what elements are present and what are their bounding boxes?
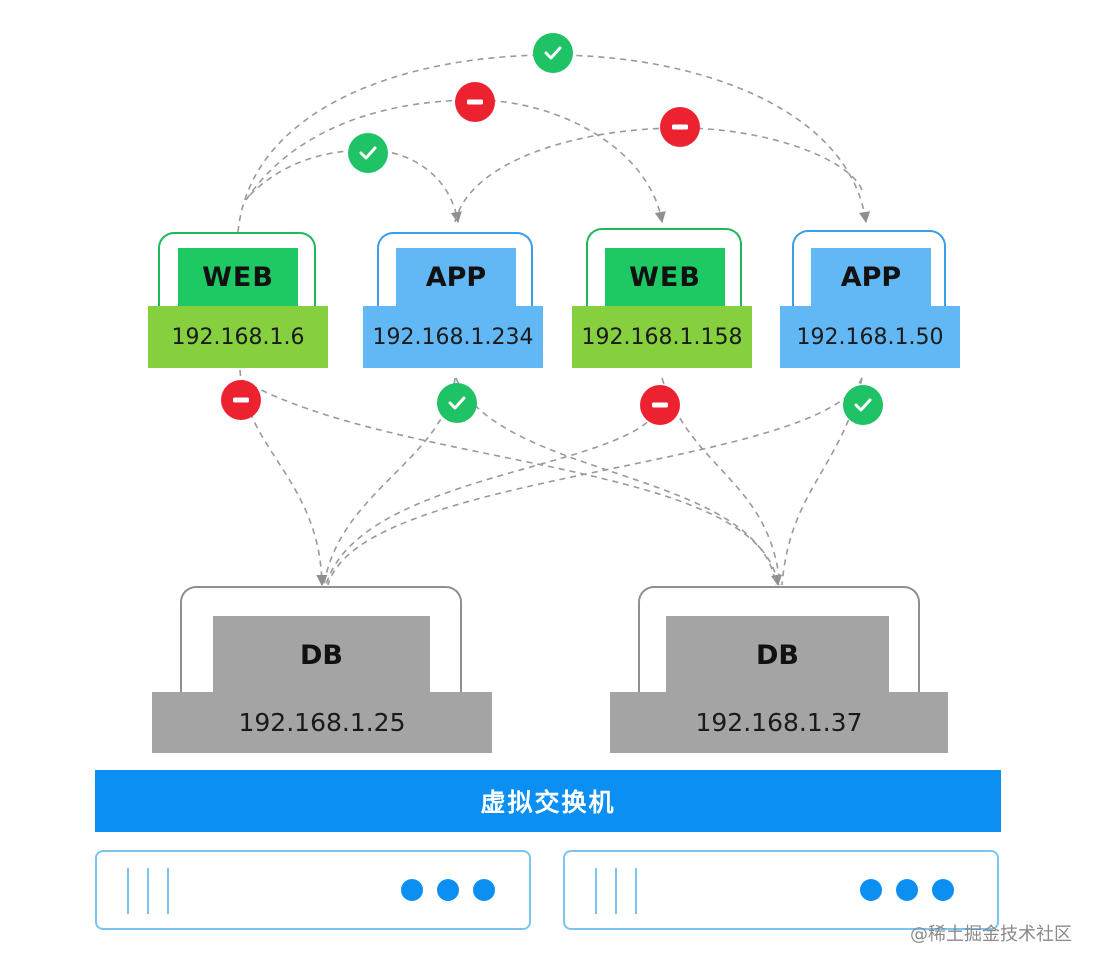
check-icon-app1-db	[437, 383, 477, 423]
blocked-icon-web2-db	[640, 385, 680, 425]
virtual-switch-bar: 虚拟交换机	[95, 770, 1001, 832]
app1-ip: 192.168.1.234	[363, 306, 543, 368]
link-app1-db2	[455, 377, 777, 586]
db2-tag: DB	[666, 616, 889, 694]
link-app2-db1	[327, 377, 863, 586]
server-left-led-2	[437, 879, 459, 901]
arc-web1-web2	[245, 99, 666, 224]
app2-ip: 192.168.1.50	[780, 306, 960, 368]
app1-bracket	[377, 232, 533, 308]
arc-web1-app2	[237, 54, 871, 233]
web1-bracket	[158, 232, 316, 308]
watermark: @稀土掘金技术社区	[910, 924, 1072, 945]
blocked-icon-web1-web2	[455, 82, 495, 122]
server-left-slot-3	[167, 868, 169, 914]
blocked-icon-app1-app2	[660, 107, 700, 147]
web1-tag: WEB	[178, 248, 298, 306]
db1-ip: 192.168.1.25	[152, 692, 492, 753]
db1-tag: DB	[213, 616, 430, 694]
app1-tag: APP	[396, 248, 516, 306]
app2-tag: APP	[811, 248, 931, 306]
server-left-slot-1	[127, 868, 129, 914]
server-right-led-3	[932, 879, 954, 901]
server-right-led-1	[860, 879, 882, 901]
link-web2-db1	[325, 404, 661, 586]
server-left-led-3	[473, 879, 495, 901]
server-right-slot-1	[595, 868, 597, 914]
blocked-icon-web1-db	[221, 380, 261, 420]
db2-ip: 192.168.1.37	[610, 692, 948, 753]
link-app2-db2	[781, 377, 863, 586]
db2-bracket	[638, 586, 920, 694]
check-icon-web1-app2	[533, 33, 573, 73]
server-right	[563, 850, 999, 930]
server-right-slot-3	[635, 868, 637, 914]
app2-bracket	[792, 230, 946, 308]
db1-bracket	[180, 586, 462, 694]
web2-tag: WEB	[605, 248, 725, 306]
check-icon-app2-db	[843, 385, 883, 425]
arc-web1-app1	[249, 149, 462, 224]
server-left-slot-2	[147, 868, 149, 914]
check-icon-web1-app1	[348, 133, 388, 173]
web2-ip: 192.168.1.158	[572, 306, 752, 368]
server-left-led-1	[401, 879, 423, 901]
server-right-slot-2	[615, 868, 617, 914]
web1-ip: 192.168.1.6	[148, 306, 328, 368]
server-right-led-2	[896, 879, 918, 901]
web2-bracket	[586, 228, 742, 308]
server-left	[95, 850, 531, 930]
link-web2-db2	[661, 377, 781, 586]
link-app1-db1	[323, 377, 456, 586]
link-web1-db2	[241, 379, 783, 587]
